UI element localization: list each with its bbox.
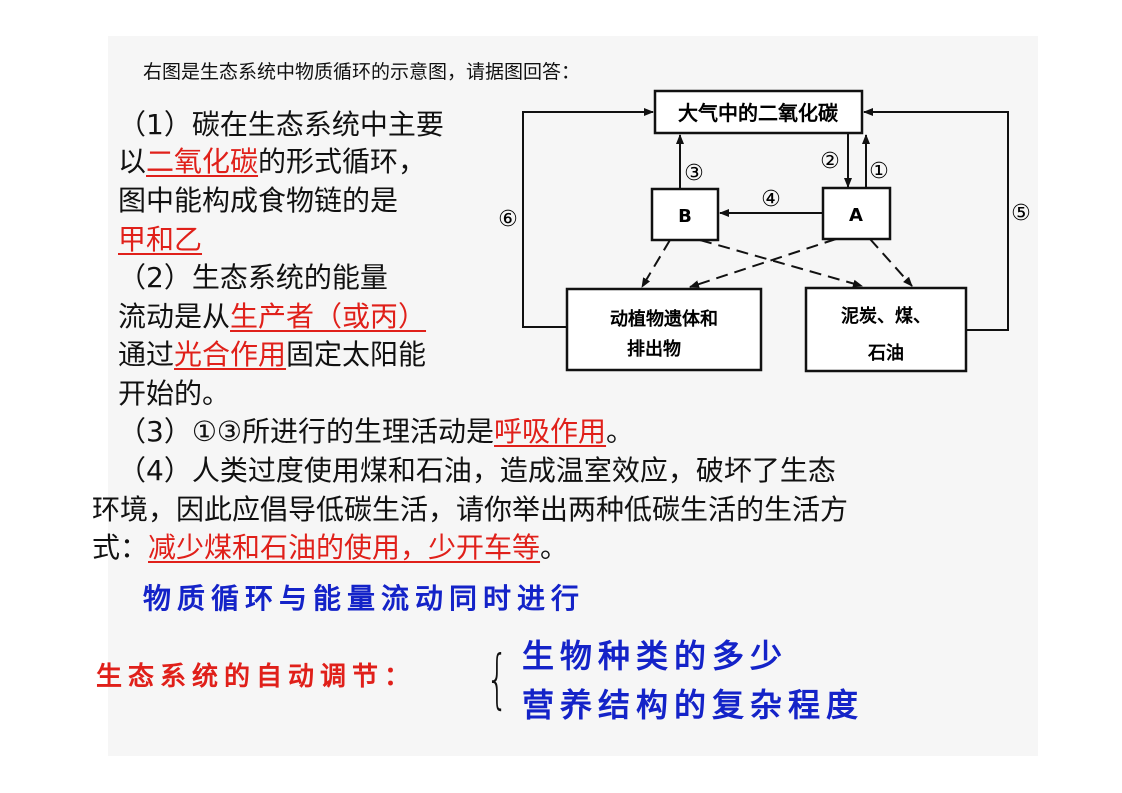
dashed-b-to-remains — [641, 239, 671, 288]
q1-line3: 图中能构成食物链的是 — [118, 184, 399, 217]
arrow-label-5: ⑤ — [1011, 201, 1031, 226]
note-self-regulation-label: 生态系统的自动调节： — [96, 662, 417, 692]
fossil-label-line1: 泥炭、煤、 — [841, 305, 931, 327]
q1-line2-post: 的形式循环， — [258, 145, 427, 178]
dashed-b-to-fossil — [699, 239, 863, 288]
q3-post: 。 — [606, 415, 635, 448]
q2-line3-pre: 通过 — [118, 338, 175, 371]
q1-line2: 以二氧化碳的形式循环， — [118, 148, 426, 176]
fossil-fuel-box — [804, 286, 968, 373]
q4-answer-low-carbon: 减少煤和石油的使用，少开车等 — [148, 531, 541, 564]
q3-pre: （3）①③所进行的生理活动是 — [118, 415, 495, 448]
atmosphere-co2-box — [653, 89, 864, 135]
q2-line2: 流动是从生产者（或丙） — [118, 303, 426, 331]
q4-line3-pre: 式： — [92, 531, 149, 564]
q4-line3: 式：减少煤和石油的使用，少开车等。 — [92, 534, 568, 562]
node-b-box — [650, 187, 720, 242]
note-self-regulation-item1: 生物种类的多少 — [522, 637, 789, 675]
q2-line4: 开始的。 — [118, 377, 231, 410]
q2-line1: （2）生态系统的能量 — [118, 261, 388, 294]
arrow-label-6: ⑥ — [498, 207, 518, 232]
remains-label-line1: 动植物遗体和 — [610, 308, 718, 330]
dashed-a-to-fossil — [869, 238, 913, 287]
q4-line1: （4）人类过度使用煤和石油，造成温室效应，破坏了生态 — [118, 454, 836, 487]
q2-answer-producer: 生产者（或丙） — [230, 300, 427, 333]
remains-box — [565, 287, 763, 372]
q1-answer-food-chain: 甲和乙 — [118, 223, 203, 256]
note-cycle-energy: 物质循环与能量流动同时进行 — [143, 582, 586, 615]
q1-line1: （1）碳在生态系统中主要 — [118, 108, 444, 141]
q2-answer-photosynthesis: 光合作用 — [174, 338, 287, 371]
node-b-label: B — [678, 206, 692, 227]
brace-icon: { — [486, 643, 509, 717]
q3-line: （3）①③所进行的生理活动是呼吸作用。 — [118, 418, 634, 446]
node-a-label: A — [849, 205, 863, 226]
dashed-a-to-remains — [689, 238, 837, 288]
q1-answer-co2: 二氧化碳 — [146, 145, 259, 178]
slide-background — [108, 36, 1038, 756]
node-a-box — [821, 186, 892, 241]
q2-line3: 通过光合作用固定太阳能 — [118, 341, 426, 369]
arrow-5 — [863, 108, 1009, 331]
arrow-6 — [522, 108, 654, 328]
arrow-label-4: ④ — [761, 187, 781, 212]
q4-line3-post: 。 — [540, 531, 569, 564]
arrow-label-1: ① — [869, 159, 889, 184]
q3-answer-respiration: 呼吸作用 — [494, 415, 607, 448]
q2-line2-pre: 流动是从 — [118, 300, 231, 333]
fossil-label-line2: 石油 — [867, 342, 904, 364]
arrow-label-2: ② — [820, 149, 840, 174]
intro-text: 右图是生态系统中物质循环的示意图，请据图回答： — [143, 61, 581, 83]
remains-label-line2: 排出物 — [627, 338, 681, 360]
note-self-regulation-item2: 营养结构的复杂程度 — [522, 686, 865, 724]
atmosphere-co2-label: 大气中的二氧化碳 — [678, 101, 839, 125]
q4-line2: 环境，因此应倡导低碳生活，请你举出两种低碳生活的生活方 — [92, 493, 849, 526]
arrow-label-3: ③ — [684, 161, 704, 186]
q1-line2-pre: 以 — [118, 145, 147, 178]
q1-line4: 甲和乙 — [118, 226, 202, 254]
q2-line3-post: 固定太阳能 — [286, 338, 427, 371]
